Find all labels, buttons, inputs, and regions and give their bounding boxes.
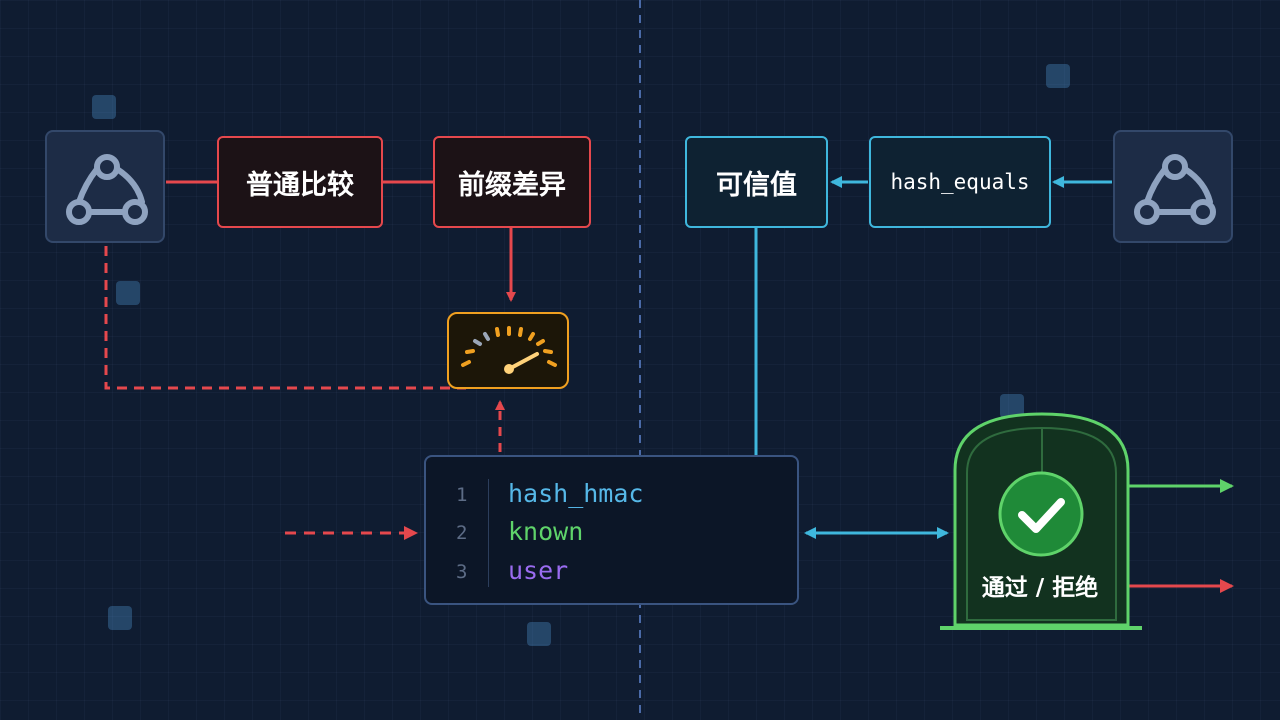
- watermark: [108, 606, 138, 630]
- code-line-hash-hmac: hash_hmac: [508, 479, 644, 508]
- timer-box: [447, 312, 569, 389]
- hash-equals-box: hash_equals: [869, 136, 1051, 228]
- trusted-value-box: 可信值: [685, 136, 828, 228]
- gate-label: 通过 / 拒绝: [981, 575, 1099, 601]
- watermark: [527, 622, 557, 646]
- code-panel: 1 hash_hmac 2 known 3 user: [424, 455, 799, 605]
- watermark: [116, 281, 146, 305]
- webhook-icon: [1134, 154, 1216, 225]
- line-number: 1: [456, 484, 468, 506]
- webhook-icon: [66, 154, 148, 225]
- watermark: [1046, 64, 1076, 88]
- code-line-known: known: [508, 517, 584, 546]
- dashed-leak-path: [104, 246, 466, 390]
- code-gutter-divider: [488, 479, 489, 587]
- line-number: 2: [456, 522, 468, 544]
- watermark: [92, 95, 122, 119]
- speedometer-icon: [461, 326, 557, 374]
- line-number: 3: [456, 561, 468, 583]
- prefix-diff-box: 前缀差异: [433, 136, 591, 228]
- left-webhook-tile: [45, 130, 165, 243]
- checkmark-icon: [998, 471, 1084, 557]
- code-line-user: user: [508, 556, 569, 585]
- plain-compare-box: 普通比较: [217, 136, 383, 228]
- right-webhook-tile: [1113, 130, 1233, 243]
